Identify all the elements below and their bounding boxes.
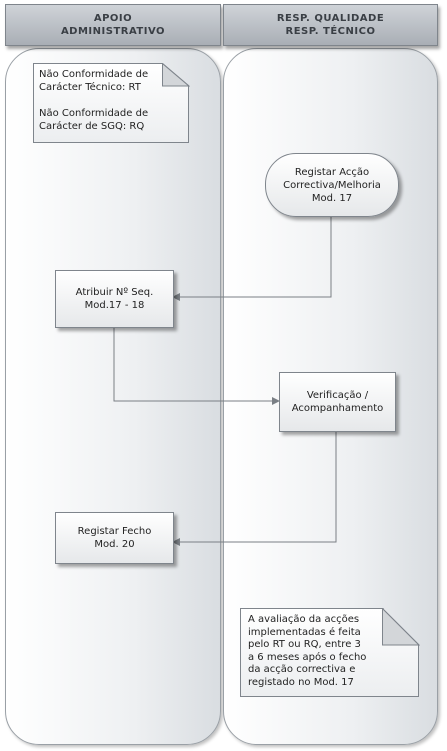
connector-registar-to-atribuir — [172, 215, 332, 301]
connector-atribuir-to-verificacao — [113, 326, 280, 405]
note-line: Não Conformidade de — [39, 108, 149, 119]
node-atribuir-seq: Atribuir Nº Seq. Mod.17 - 18 — [55, 270, 174, 328]
note-line: Carácter de SGQ: RQ — [39, 121, 145, 132]
note-line: a 6 meses após o fecho — [248, 651, 367, 663]
lane-header-apoio-administrativo: APOIO ADMINISTRATIVO — [5, 4, 221, 46]
node-line: Registar Fecho — [77, 526, 152, 537]
note-top-corner — [162, 63, 190, 87]
node-registar-accao-correctiva: Registar Acção Correctiva/Melhoria Mod. … — [265, 153, 399, 217]
lane-header-line: RESP. TÉCNICO — [285, 26, 376, 37]
lane-header-resp-qualidade: RESP. QUALIDADE RESP. TÉCNICO — [223, 4, 438, 46]
note-line: Carácter Técnico: RT — [39, 82, 141, 93]
note-line: Não Conformidade de — [39, 69, 149, 80]
lane-header-line: APOIO — [93, 13, 133, 24]
node-line: Mod.17 - 18 — [84, 300, 145, 311]
node-verificacao-acompanhamento: Verificação / Acompanhamento — [279, 372, 396, 432]
node-line: Atribuir Nº Seq. — [75, 287, 154, 298]
note-nao-conformidade: Não Conformidade de Carácter Técnico: RT… — [33, 63, 189, 143]
node-line: Verificação / — [306, 390, 369, 401]
connector-verificacao-to-fecho — [172, 430, 337, 546]
note-line: implementadas é feita — [248, 626, 361, 638]
node-line: Acompanhamento — [291, 403, 384, 414]
node-line: Correctiva/Melhoria — [283, 179, 381, 191]
lane-header-line: ADMINISTRATIVO — [60, 26, 166, 37]
lane-header-line: RESP. QUALIDADE — [276, 13, 385, 24]
note-line: da acção correctiva e — [248, 664, 356, 675]
node-registar-fecho: Registar Fecho Mod. 20 — [55, 512, 174, 564]
note-bottom-corner — [382, 608, 420, 646]
note-line: registado no Mod. 17 — [248, 676, 354, 688]
node-line: Registar Acção — [294, 166, 370, 178]
lane-apoio-administrativo — [5, 48, 221, 745]
node-line: Mod. 20 — [94, 539, 135, 550]
node-line: Mod. 17 — [311, 192, 353, 204]
note-line: A avaliação da acções — [248, 614, 360, 625]
note-line: pelo RT ou RQ, entre 3 — [248, 639, 361, 650]
